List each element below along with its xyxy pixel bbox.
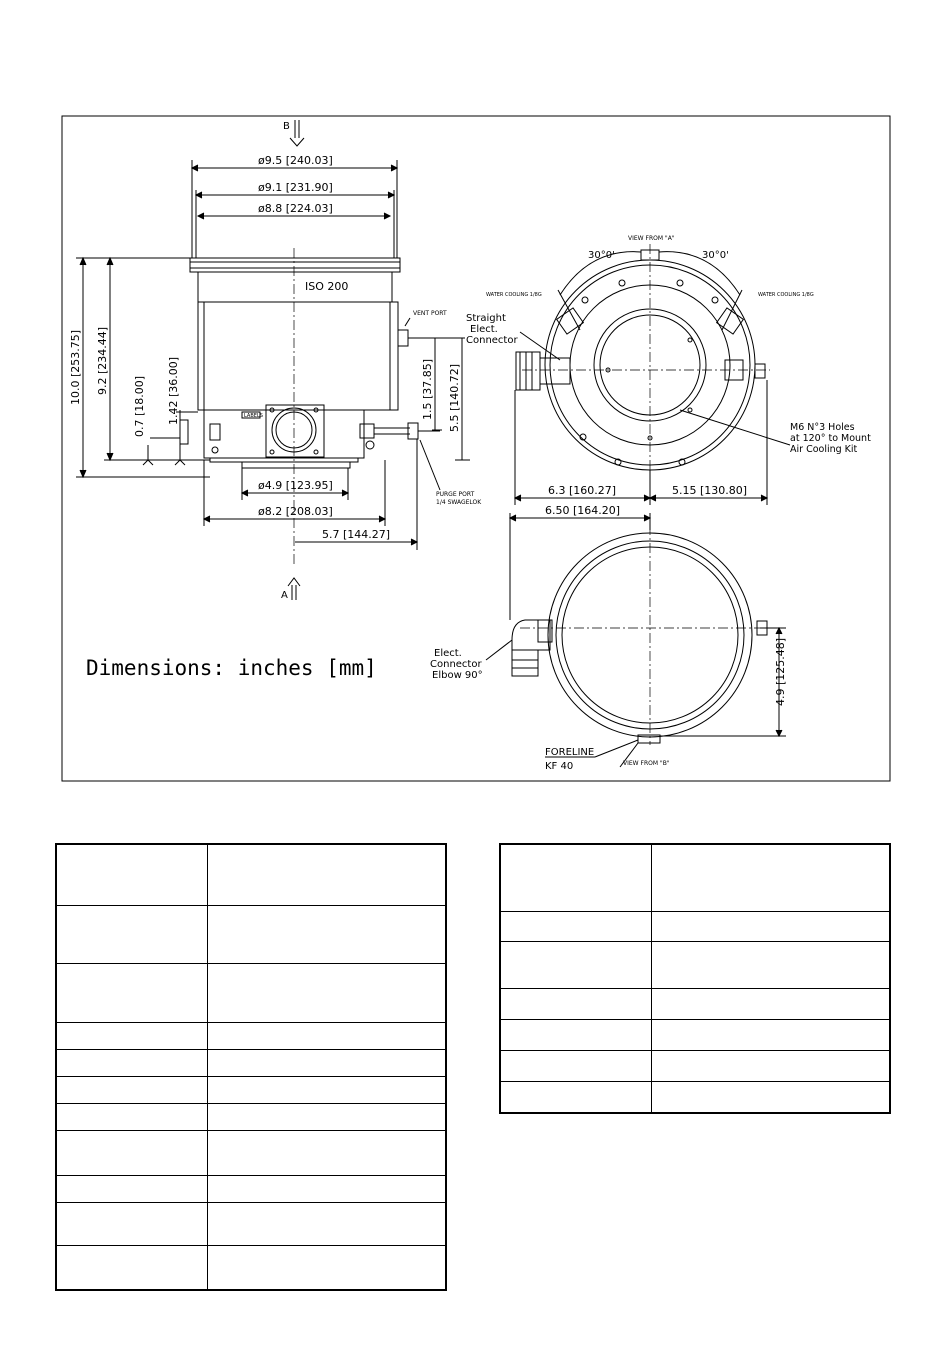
table-cell	[206, 1021, 447, 1050]
drawing-frame	[61, 115, 891, 782]
holes-note-2: at 120° to Mount	[790, 433, 871, 444]
marker-b: B	[283, 121, 290, 132]
table-cell	[206, 843, 447, 906]
dim-07: 0.7 [18.00]	[133, 376, 146, 437]
table-cell	[55, 1244, 208, 1291]
table-cell	[55, 904, 208, 964]
table-cell	[206, 1174, 447, 1203]
table-cell	[206, 1244, 447, 1291]
side-view-text: B A ø9.5 [240.03] ø9.1 [231.90] ø8.8 [22…	[69, 121, 482, 680]
dim-phi91: ø9.1 [231.90]	[258, 181, 333, 194]
elbow-connector-1: Elect.	[434, 648, 462, 659]
table-cell	[650, 1050, 891, 1083]
angle-right: 30°0'	[702, 250, 729, 261]
table-cell	[55, 1075, 208, 1104]
dim-phi95: ø9.5 [240.03]	[258, 154, 333, 167]
table-cell	[55, 1021, 208, 1050]
angle-left: 30°0'	[588, 250, 615, 261]
vent-port-label: VENT PORT	[413, 310, 447, 317]
table-cell	[55, 843, 208, 906]
dim-650: 6.50 [164.20]	[545, 504, 620, 517]
table-cell	[650, 1019, 891, 1052]
table-cell	[206, 1048, 447, 1077]
table-cell	[499, 941, 652, 989]
table-cell	[55, 1201, 208, 1246]
straight-connector-3: Connector	[466, 335, 518, 346]
labels-box-text: LABELS	[244, 413, 263, 419]
dim-63: 6.3 [160.27]	[548, 484, 616, 497]
table-cell	[55, 1102, 208, 1131]
dim-142: 1.42 [36.00]	[167, 357, 180, 425]
view-from-a-text: VIEW FROM "A" 30°0' 30°0' WATER COOLING …	[466, 235, 871, 497]
spec-table-left	[55, 843, 447, 1291]
straight-connector-2: Elect.	[470, 324, 498, 335]
holes-note-1: M6 N°3 Holes	[790, 422, 855, 433]
units-note: Dimensions: inches [mm]	[86, 656, 377, 680]
straight-connector-1: Straight	[466, 313, 506, 324]
table-cell	[650, 941, 891, 989]
table-cell	[650, 911, 891, 943]
view-a-title: VIEW FROM "A"	[628, 235, 675, 242]
table-cell	[206, 1129, 447, 1176]
water-cooling-right: WATER COOLING 1/8G	[758, 292, 814, 298]
purge-port-label-1: PURGE PORT	[436, 491, 475, 498]
table-cell	[206, 904, 447, 964]
table-cell	[499, 987, 652, 1021]
table-cell	[650, 1081, 891, 1114]
table-cell	[206, 962, 447, 1023]
dim-515: 5.15 [130.80]	[672, 484, 747, 497]
table-cell	[55, 962, 208, 1023]
dim-100: 10.0 [253.75]	[69, 330, 82, 405]
table-cell	[499, 843, 652, 913]
table-cell	[499, 911, 652, 943]
holes-note-3: Air Cooling Kit	[790, 444, 858, 455]
table-cell	[55, 1129, 208, 1176]
table-cell	[55, 1048, 208, 1077]
dim-49: 4.9 [125.48]	[774, 638, 787, 706]
table-cell	[206, 1102, 447, 1131]
elbow-connector-2: Connector	[430, 659, 482, 670]
view-from-b-text: 6.50 [164.20] Elect. Connector Elbow 90°…	[430, 504, 787, 772]
table-cell	[206, 1075, 447, 1104]
side-view	[76, 120, 470, 600]
purge-port-label-2: 1/4 SWAGELOK	[436, 499, 482, 506]
table-cell	[55, 1174, 208, 1203]
view-from-b	[485, 513, 786, 768]
dim-phi49: ø4.9 [123.95]	[258, 479, 333, 492]
spec-table-right	[499, 843, 891, 1114]
water-cooling-left: WATER COOLING 1/8G	[486, 292, 542, 298]
dim-55: 5.5 [140.72]	[448, 364, 461, 432]
dim-phi82: ø8.2 [208.03]	[258, 505, 333, 518]
foreline-label-2: KF 40	[545, 761, 573, 772]
table-cell	[499, 1050, 652, 1083]
dim-15: 1.5 [37.85]	[421, 359, 434, 420]
elbow-connector-3: Elbow 90°	[432, 670, 483, 681]
foreline-label-1: FORELINE	[545, 747, 594, 758]
table-cell	[499, 1019, 652, 1052]
view-b-title: VIEW FROM "B"	[623, 760, 670, 767]
dim-92: 9.2 [234.44]	[96, 327, 109, 395]
table-cell	[206, 1201, 447, 1246]
flange-label: ISO 200	[305, 280, 348, 293]
dim-phi88: ø8.8 [224.03]	[258, 202, 333, 215]
dim-57: 5.7 [144.27]	[322, 528, 390, 541]
marker-a: A	[281, 590, 288, 601]
table-cell	[499, 1081, 652, 1114]
table-cell	[650, 843, 891, 913]
view-from-a	[513, 244, 791, 505]
table-cell	[650, 987, 891, 1021]
